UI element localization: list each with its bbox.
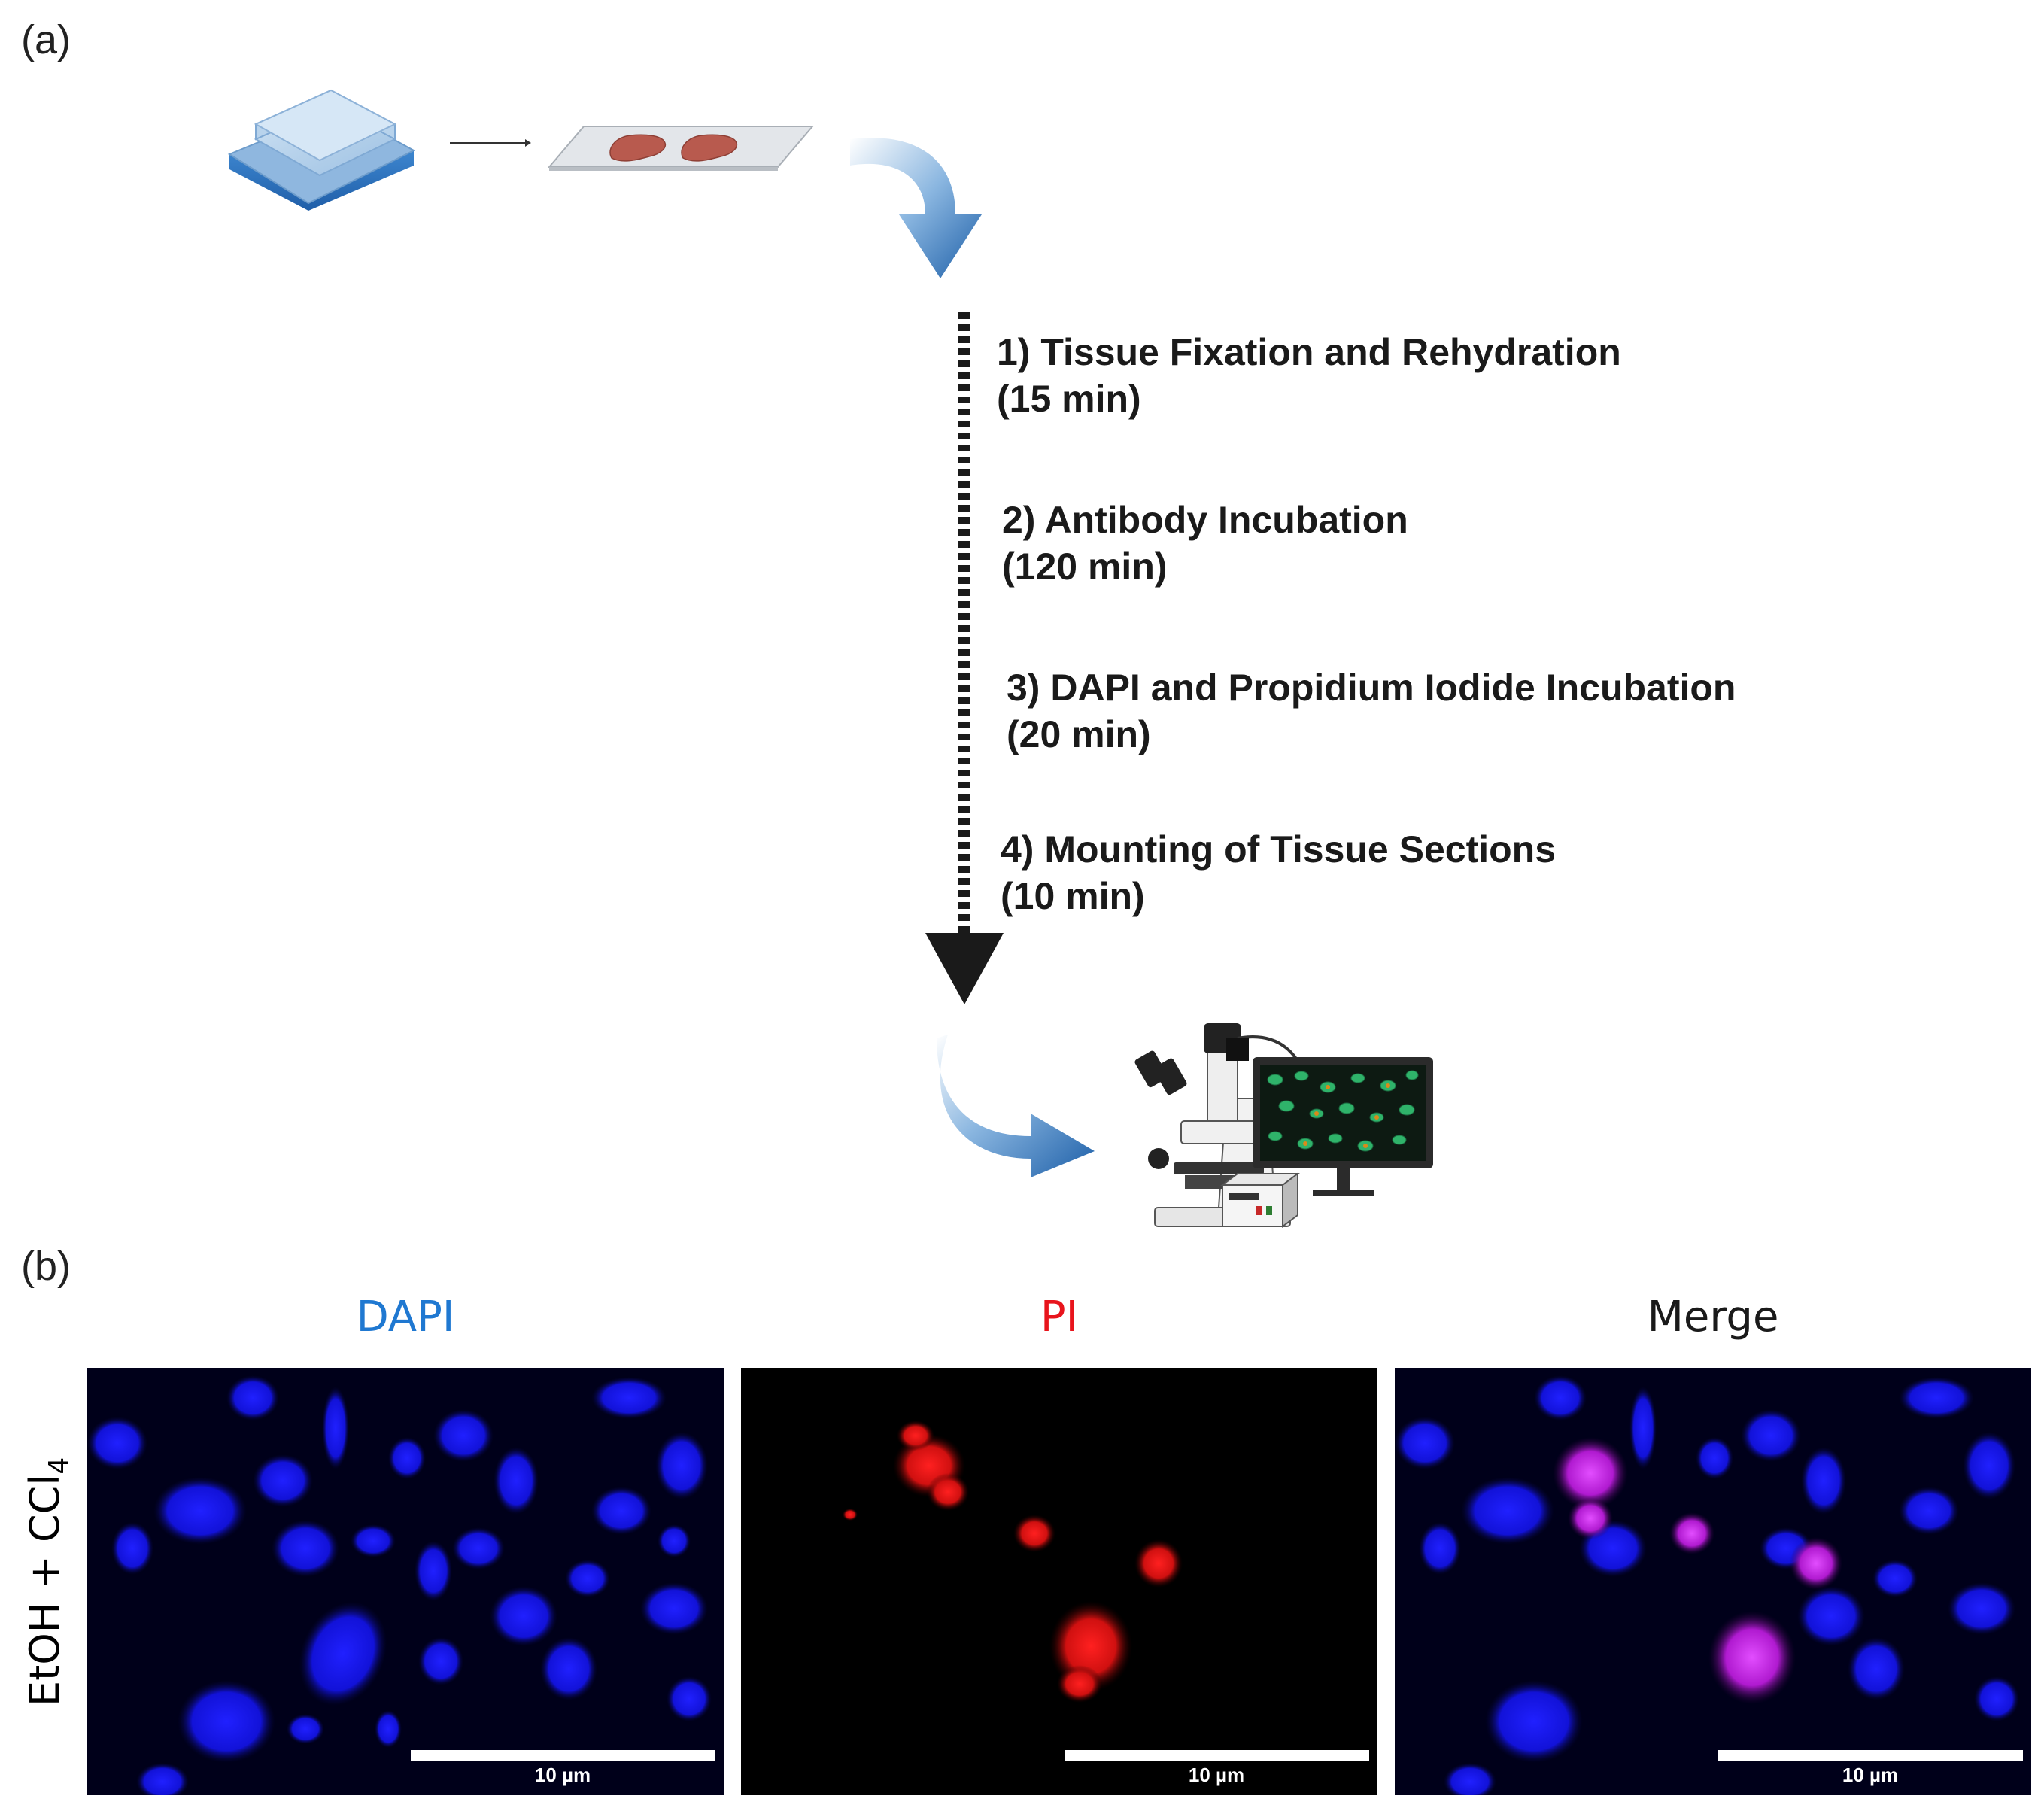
hotplate-icon xyxy=(227,89,416,211)
row-label: EtOH + CCl4 xyxy=(21,1457,74,1706)
step-1-title: 1) Tissue Fixation and Rehydration xyxy=(997,331,1621,373)
controller-box-icon xyxy=(1220,1172,1300,1228)
step-3-title: 3) DAPI and Propidium Iodide Incubation xyxy=(1007,667,1736,709)
channel-title-dapi: DAPI xyxy=(356,1293,455,1342)
step-2: 2) Antibody Incubation (120 min) xyxy=(1002,497,1408,590)
pi-image: 10 µm xyxy=(741,1368,1377,1795)
monitor-icon xyxy=(1253,1057,1433,1196)
scale-label-merge: 10 µm xyxy=(1842,1764,1899,1786)
curved-arrow-icon xyxy=(937,1035,1095,1177)
tissue-slide-icon xyxy=(548,126,815,171)
scale-label-dapi: 10 µm xyxy=(534,1764,591,1786)
scale-label-pi: 10 µm xyxy=(1188,1764,1245,1786)
row-label-subscript: 4 xyxy=(43,1457,74,1475)
channel-title-merge: Merge xyxy=(1647,1293,1779,1342)
step-2-time: (120 min) xyxy=(1002,545,1168,588)
step-4: 4) Mounting of Tissue Sections (10 min) xyxy=(1001,826,1556,919)
step-1-time: (15 min) xyxy=(997,378,1141,420)
panel-b-label: (b) xyxy=(21,1244,71,1289)
panel-a-label: (a) xyxy=(21,17,71,62)
merge-image: 10 µm xyxy=(1395,1368,2031,1795)
row-label-main: EtOH + CCl xyxy=(21,1474,68,1706)
step-1: 1) Tissue Fixation and Rehydration (15 m… xyxy=(997,329,1621,422)
small-right-arrow-icon xyxy=(450,139,531,147)
dotted-down-arrow-icon xyxy=(925,312,1004,1004)
step-3: 3) DAPI and Propidium Iodide Incubation … xyxy=(1007,664,1736,758)
channel-title-pi: PI xyxy=(1040,1293,1079,1342)
step-3-time: (20 min) xyxy=(1007,713,1151,755)
step-2-title: 2) Antibody Incubation xyxy=(1002,499,1408,541)
step-4-title: 4) Mounting of Tissue Sections xyxy=(1001,828,1557,871)
step-4-time: (10 min) xyxy=(1001,875,1145,917)
dapi-image: 10 µm xyxy=(87,1368,724,1795)
curved-arrow-icon xyxy=(850,138,982,278)
